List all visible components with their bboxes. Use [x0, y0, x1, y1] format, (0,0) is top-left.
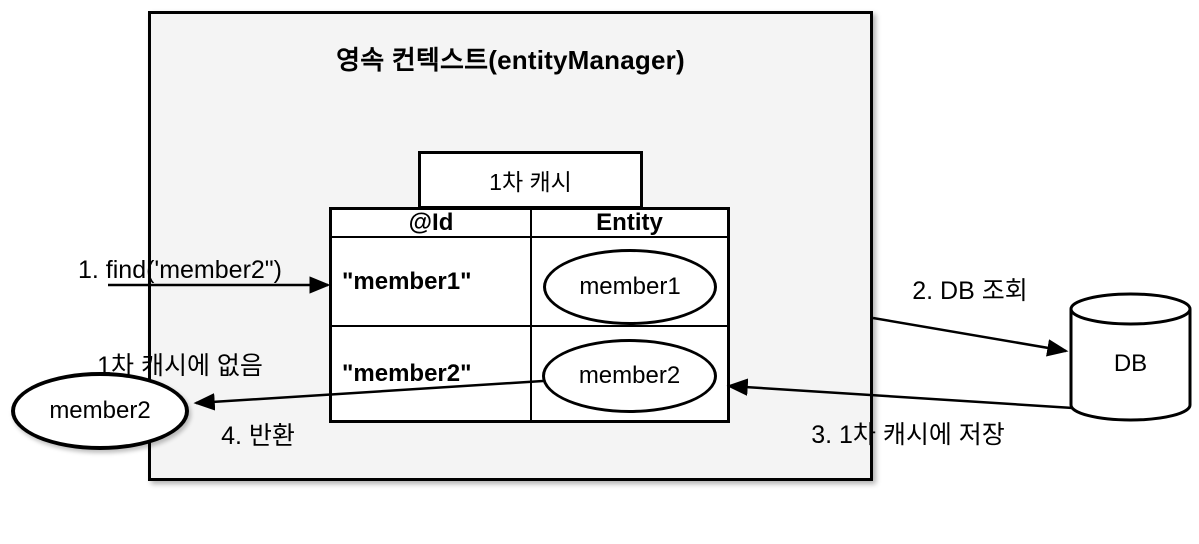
returned-member2-ellipse: member2	[11, 372, 189, 450]
member2-entity-label: member2	[578, 362, 681, 389]
first-level-cache-label: 1차 캐시	[489, 169, 572, 195]
step3-cache-store-label: 3. 1차 캐시에 저장	[811, 421, 1005, 449]
member1-entity-ellipse: member1	[543, 249, 717, 325]
step4-return-label: 4. 반환	[221, 422, 295, 450]
returned-member2-label: member2	[49, 397, 151, 424]
first-level-cache-label-box: 1차 캐시	[418, 151, 643, 209]
step1-find-line2: 1차 캐시에 없음	[97, 352, 263, 380]
step2-db-query-label: 2. DB 조회	[912, 277, 1028, 305]
table-header-id: @Id	[332, 209, 532, 238]
table-row-member2-id: "member2"	[332, 327, 532, 420]
table-row-member1-entity-cell	[532, 238, 727, 327]
member1-entity-label: member1	[579, 273, 681, 300]
persistence-context-title: 영속 컨텍스트(entityManager)	[336, 45, 685, 75]
table-header-entity: Entity	[532, 209, 727, 238]
db-query-arrow	[872, 316, 1069, 357]
step1-find-line1: 1. find('member2")	[78, 256, 282, 284]
table-row-member1-id: "member1"	[332, 238, 532, 327]
member2-entity-ellipse: member2	[542, 339, 717, 413]
step1-find-label: 1. find('member2") 1차 캐시에 없음	[25, 190, 335, 446]
db-label: DB	[1113, 350, 1148, 377]
